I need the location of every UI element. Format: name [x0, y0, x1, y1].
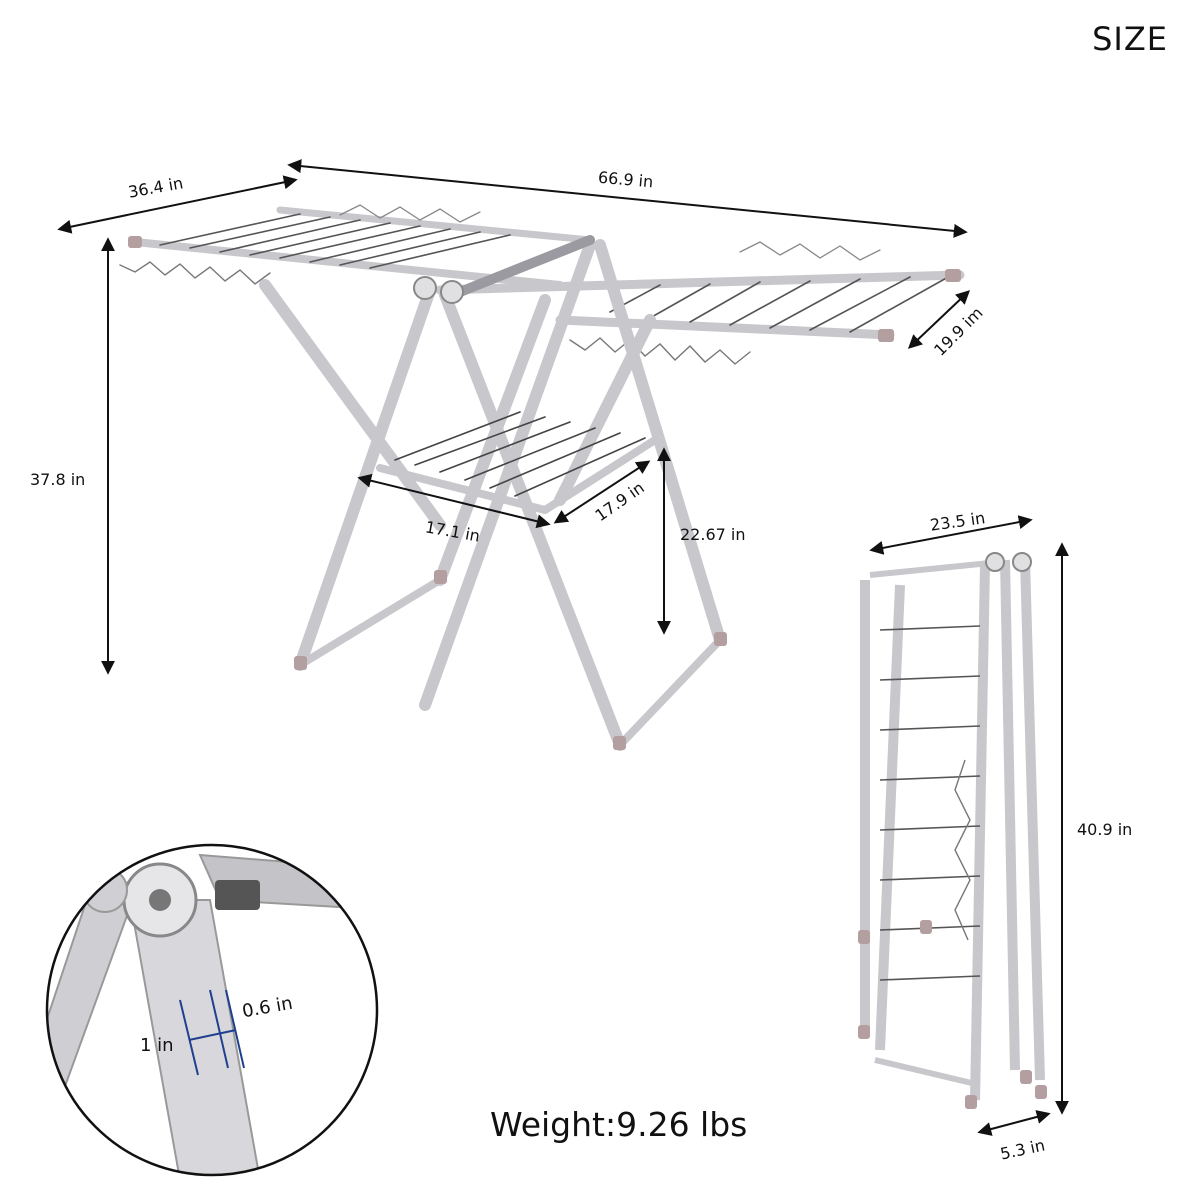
dim-height: 37.8 in [30, 470, 86, 489]
hinge-detail [45, 843, 379, 1177]
dim-lower-shelf-height: 22.67 in [680, 525, 746, 544]
folded-rack [858, 552, 1047, 1109]
weight-label: Weight:9.26 lbs [490, 1105, 748, 1144]
dim-folded-height: 40.9 in [1077, 820, 1133, 839]
page-title: SIZE [1092, 20, 1168, 58]
dimension-lines [57, 159, 1069, 1136]
expanded-rack [119, 204, 965, 751]
dim-tube-width: 1 in [140, 1035, 174, 1056]
